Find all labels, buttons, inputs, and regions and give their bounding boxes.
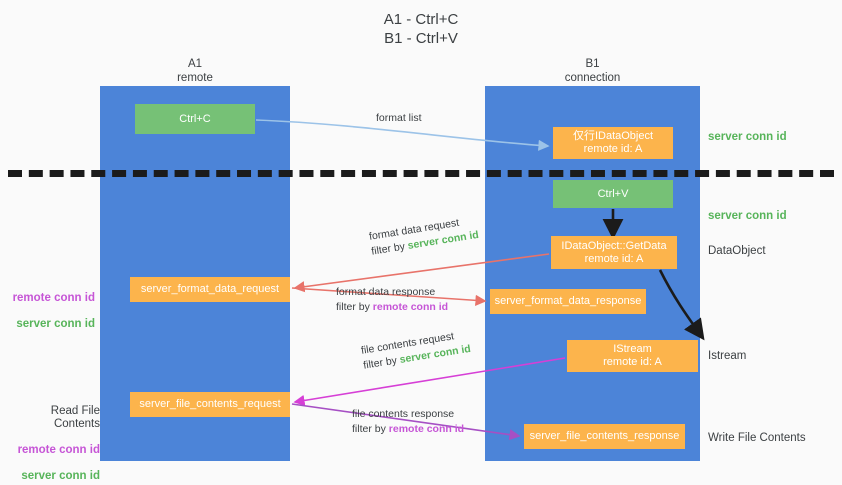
note-read-file-contents-group: Read File Contents remote conn id server… [8,392,100,485]
edge-label-format-data-response-text: format data response [336,286,436,298]
diagram-title: A1 - Ctrl+C B1 - Ctrl+V [383,11,459,47]
note-write-file-contents: Write File Contents [708,432,806,444]
note-server-conn-id-top: server conn id [708,131,787,143]
lane-header-a1: A1 remote [177,58,213,84]
note-istream: Istream [708,350,747,362]
note-server-conn-id-2: server conn id [21,470,100,482]
edge-label-format-data-response-filter: filter by remote conn id [336,301,449,313]
node-server-file-contents-response[interactable]: server_file_contents_response [524,424,685,449]
note-dataobject: DataObject [708,245,766,257]
edge-label-format-data-response: format data response filter by remote co… [336,285,448,315]
lane-header-b1: B1 connection [564,58,621,84]
note-server-conn-id-1: server conn id [16,318,95,330]
node-istream[interactable]: IStream remote id: A [567,340,698,372]
node-idataobject[interactable]: 仅行IDataObject remote id: A [553,127,673,159]
node-server-file-contents-request[interactable]: server_file_contents_request [130,392,290,417]
edge-label-file-contents-response-text: file contents response [352,408,455,420]
node-server-format-data-response[interactable]: server_format_data_response [490,289,646,314]
edge-label-file-contents-response: file contents response filter by remote … [352,407,464,437]
edge-label-format-data-request: format data request filter by server con… [368,213,480,260]
note-server-conn-id-mid: server conn id [708,210,787,222]
note-conn-ids-upper: remote conn id server conn id [10,279,95,344]
note-remote-conn-id-2: remote conn id [17,444,100,456]
node-ctrl-v[interactable]: Ctrl+V [553,180,673,208]
node-server-format-data-request[interactable]: server_format_data_request [130,277,290,302]
dashed-divider [8,170,834,177]
edge-label-format-list: format list [376,112,422,124]
node-ctrl-c[interactable]: Ctrl+C [135,104,255,134]
node-idataobject-getdata[interactable]: IDataObject::GetData remote id: A [551,236,677,269]
edge-label-file-contents-response-filter: filter by remote conn id [352,423,465,435]
edge-label-file-contents-request: file contents request filter by server c… [360,327,472,374]
note-remote-conn-id-1: remote conn id [12,292,95,304]
note-read-file-contents: Read File Contents [50,405,100,430]
